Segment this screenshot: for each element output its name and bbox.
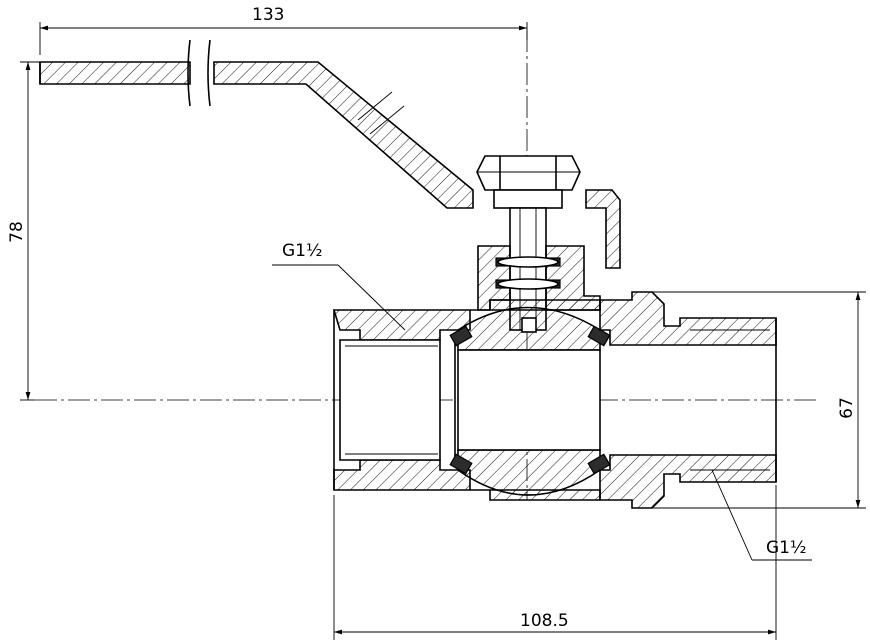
dim-body-height: 67 <box>837 397 857 419</box>
thread-inlet-label: G1½ <box>282 241 322 261</box>
stem-nut <box>476 155 581 209</box>
thread-outlet-label: G1½ <box>766 538 806 558</box>
dimension-78: 78 <box>7 61 40 401</box>
dim-overall-length: 133 <box>252 5 284 25</box>
lever-handle <box>39 39 621 269</box>
dimension-133: 133 <box>39 5 528 55</box>
bonnet <box>477 245 601 311</box>
dimension-67: 67 <box>652 291 866 509</box>
dim-handle-height: 78 <box>7 221 27 243</box>
valve-body-right <box>599 291 777 509</box>
dimension-108-5: 108.5 <box>333 485 777 640</box>
ball <box>449 306 611 496</box>
thread-callout-inlet: G1½ <box>272 241 406 331</box>
thread-callout-outlet: G1½ <box>711 469 812 561</box>
dim-body-length: 108.5 <box>520 611 569 631</box>
